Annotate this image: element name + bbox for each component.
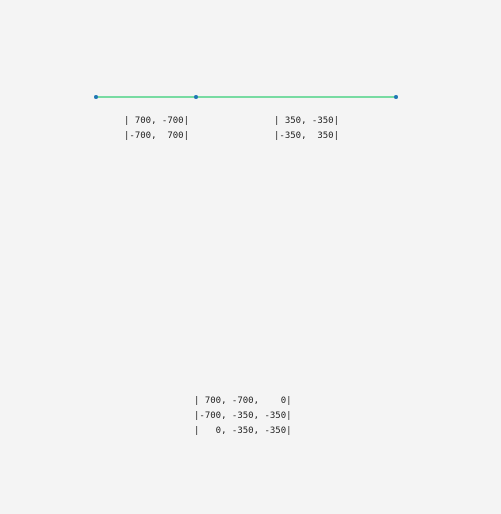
matrix-row: |-700, -350, -350| bbox=[194, 411, 292, 421]
node-left bbox=[94, 95, 98, 99]
global-matrix: | 700, -700, 0| |-700, -350, -350| | 0, … bbox=[194, 394, 292, 439]
matrix-row: |-350, 350| bbox=[274, 131, 340, 141]
node-middle bbox=[194, 95, 198, 99]
matrix-row: | 0, -350, -350| bbox=[194, 426, 292, 436]
element-matrix-1: | 700, -700| |-700, 700| bbox=[124, 114, 189, 144]
matrix-row: | 700, -700, 0| bbox=[194, 396, 292, 406]
matrix-row: |-700, 700| bbox=[124, 131, 190, 141]
matrix-row: | 350, -350| bbox=[274, 116, 340, 126]
element-matrix-2: | 350, -350| |-350, 350| bbox=[274, 114, 339, 144]
matrix-row: | 700, -700| bbox=[124, 116, 190, 126]
node-right bbox=[394, 95, 398, 99]
